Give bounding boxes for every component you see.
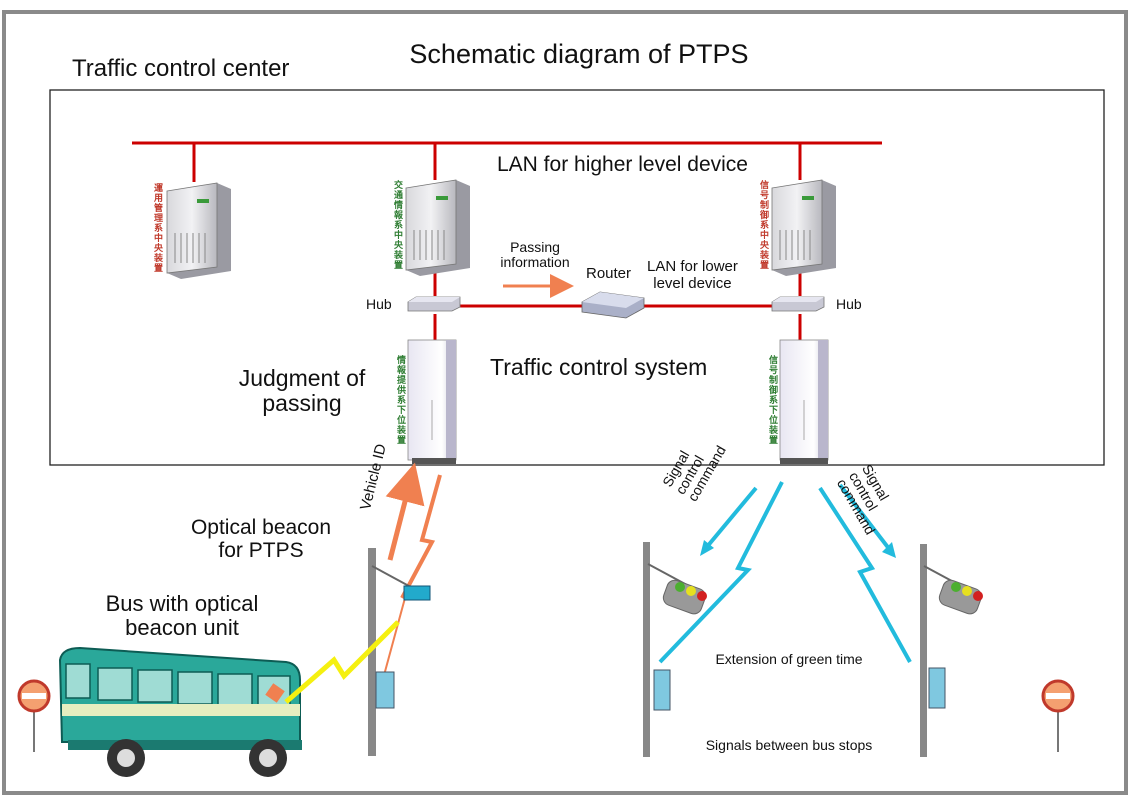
judgment-label: Judgment of passing <box>229 365 375 417</box>
green-extension-label: Extension of green time <box>686 650 892 670</box>
rack-icon <box>407 339 457 464</box>
rack-label-2: 信号制御系下位装置 <box>767 355 777 445</box>
traffic-light-icon <box>938 579 983 615</box>
rack-icon <box>779 339 829 464</box>
optical-beacon-label: Optical beacon for PTPS <box>165 516 357 563</box>
control-center-box <box>49 89 1105 466</box>
lan-lower-label: LAN for lower level device <box>647 258 738 292</box>
bus-stop-sign-icon <box>17 679 51 752</box>
center-label: Traffic control center <box>44 55 346 83</box>
signals-between-label: Signals between bus stops <box>674 736 904 756</box>
signal-command-right-arrow <box>818 483 912 663</box>
server-icon <box>771 179 836 276</box>
router-icon <box>581 291 645 319</box>
signal-pole-right <box>920 544 977 757</box>
lan-higher-label: LAN for higher level device <box>497 153 748 176</box>
lan-higher-line <box>132 141 882 182</box>
bus-stop-sign-icon <box>1041 679 1075 752</box>
system-label: Traffic control system <box>490 354 708 380</box>
server-label-1: 運用管理系中央装置 <box>152 183 162 273</box>
hub-right-label: Hub <box>836 296 862 312</box>
signal-command-left-arrow <box>658 481 784 664</box>
lightning-icon <box>284 620 400 704</box>
hub-icon <box>407 296 461 312</box>
bus-label: Bus with optical beacon unit <box>68 591 296 641</box>
bus-icon <box>58 646 302 777</box>
server-icon <box>405 179 470 276</box>
hub-icon <box>771 296 825 312</box>
server-icon <box>166 182 231 279</box>
rack-label-1: 情報提供系下位装置 <box>395 355 405 445</box>
optical-beacon-icon <box>368 548 431 756</box>
server-label-2: 交通情報系中央装置 <box>392 180 402 270</box>
router-label: Router <box>586 265 632 282</box>
vehicle-id-arrow <box>385 462 425 561</box>
diagram-title: Schematic diagram of PTPS <box>376 39 782 70</box>
hub-left-label: Hub <box>366 296 392 312</box>
server-label-3: 信号制御系中央装置 <box>758 180 768 270</box>
passing-info-label: Passing information <box>500 239 570 271</box>
outer-frame <box>2 10 1128 795</box>
beacon-uplink-lightning <box>400 474 442 599</box>
traffic-light-icon <box>662 579 707 615</box>
